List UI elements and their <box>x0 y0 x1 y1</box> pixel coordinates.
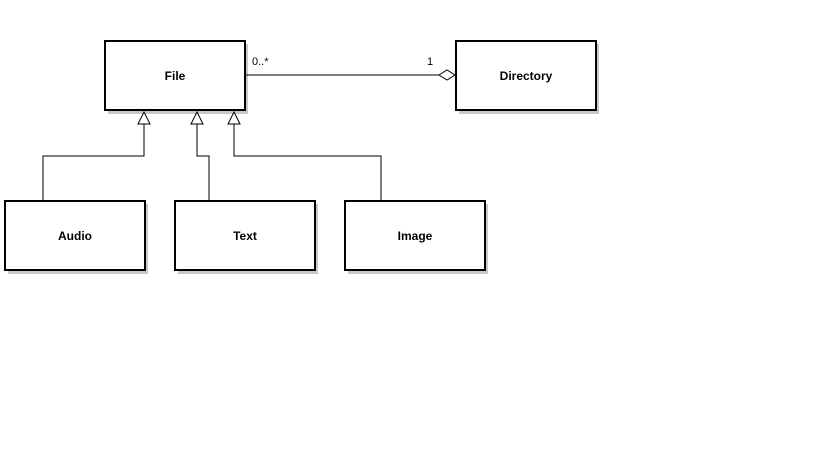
generalization-audio-file[interactable] <box>42 110 151 201</box>
file-class-box[interactable] <box>104 40 246 111</box>
file-multiplicity: 0..* <box>252 56 269 68</box>
text-class[interactable]: Text <box>174 200 316 271</box>
audio-class-name: Audio <box>58 229 92 243</box>
image-class-box[interactable] <box>344 200 486 271</box>
audio-class-box[interactable] <box>4 200 146 271</box>
aggregation-diamond-icon <box>438 69 456 81</box>
text-class-box[interactable] <box>174 200 316 271</box>
directory-class-box[interactable] <box>455 40 597 111</box>
generalization-image-file[interactable] <box>227 110 382 201</box>
directory-multiplicity: 1 <box>427 56 433 68</box>
inheritance-arrow-icon <box>137 110 151 125</box>
text-class-name: Text <box>233 229 257 243</box>
aggregation-file-directory[interactable]: 0..* 1 <box>245 56 456 81</box>
directory-class[interactable]: Directory <box>455 40 597 111</box>
generalization-audio-line[interactable] <box>42 124 145 201</box>
image-class[interactable]: Image <box>344 200 486 271</box>
generalization-image-line[interactable] <box>233 124 382 201</box>
generalization-text-file[interactable] <box>190 110 210 201</box>
directory-class-name: Directory <box>500 69 553 83</box>
file-class[interactable]: File <box>104 40 246 111</box>
generalization-text-line[interactable] <box>196 124 210 201</box>
image-class-name: Image <box>398 229 433 243</box>
file-class-name: File <box>165 69 186 83</box>
audio-class[interactable]: Audio <box>4 200 146 271</box>
inheritance-arrow-icon <box>190 110 204 125</box>
inheritance-arrow-icon <box>227 110 241 125</box>
